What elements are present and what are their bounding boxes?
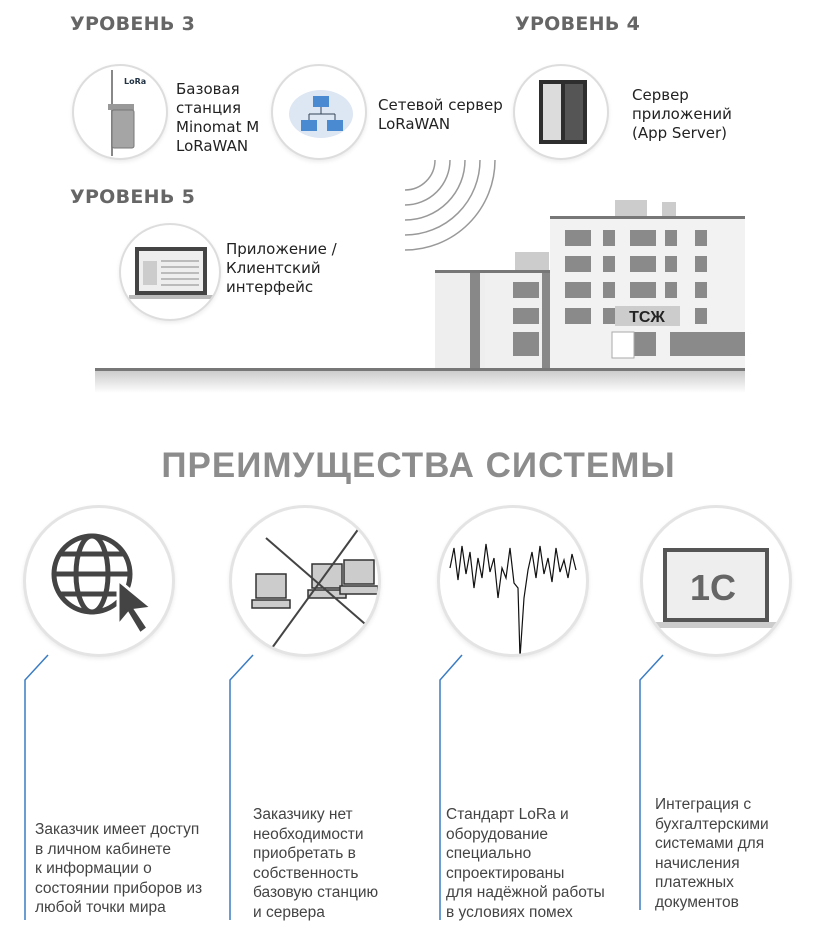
network-cloud-icon	[289, 90, 353, 138]
label-line: Minomat M	[176, 118, 260, 136]
building-sign: ТСЖ	[629, 309, 665, 326]
text-line: спроектированы	[446, 864, 565, 882]
text-line: базовую станцию	[253, 884, 379, 901]
advantage-4-text: Интеграция с бухгалтерскими системами дл…	[655, 795, 769, 912]
laptop-icon	[129, 247, 215, 299]
network-server-label: Сетевой сервер LoRaWAN	[378, 96, 503, 134]
text-line: Заказчику нет	[253, 806, 353, 823]
crossed-computers-icon	[251, 523, 378, 649]
advantage-2-text: Заказчику нет необходимости приобретать …	[253, 805, 378, 922]
advantage-2-image	[229, 505, 381, 657]
text-line: Интеграция с	[655, 796, 752, 813]
level-5-heading: УРОВЕНЬ 5	[70, 186, 196, 208]
base-station-image: LoRa	[72, 64, 168, 160]
client-app-label: Приложение / Клиентский интерфейс	[226, 240, 337, 297]
advantage-3-image	[437, 505, 589, 657]
text-line: любой точки мира	[35, 899, 166, 916]
text-line: в условиях помех	[446, 903, 573, 921]
level-3-heading: УРОВЕНЬ 3	[70, 13, 196, 35]
text-line: оборудование	[446, 825, 548, 843]
signal-noise-icon	[449, 543, 577, 654]
text-line: необходимости	[253, 825, 364, 843]
radio-waves-icon	[404, 160, 496, 251]
label-line: станция	[176, 99, 241, 117]
text-line: в личном кабинете	[35, 840, 171, 858]
advantage-4-image: 1С	[640, 505, 792, 657]
text-line: начисления	[655, 854, 740, 872]
connector-lines	[24, 654, 664, 920]
text-line: и сервера	[253, 903, 325, 921]
label-line: LoRaWAN	[378, 115, 451, 133]
base-station-label: Базовая станция Minomat M LoRaWAN	[176, 80, 259, 156]
label-line: Сетевой сервер	[378, 96, 503, 114]
globe-cursor-icon	[51, 533, 156, 637]
network-server-image	[271, 64, 367, 160]
text-line: платежных	[655, 874, 734, 891]
advantage-1-image	[23, 505, 175, 657]
app-server-label: Сервер приложений (App Server)	[632, 86, 732, 143]
server-rack-icon	[539, 80, 587, 144]
text-line: Заказчик имеет доступ	[35, 821, 200, 838]
label-line: LoRaWAN	[176, 137, 249, 155]
label-line: интерфейс	[226, 278, 314, 296]
app-server-image	[513, 64, 609, 160]
label-line: Базовая	[176, 80, 240, 98]
text-line: системами для	[655, 835, 765, 852]
base-station-icon: LoRa	[108, 70, 146, 156]
text-line: для надёжной работы	[446, 884, 605, 901]
1c-logo: 1С	[690, 567, 736, 608]
text-line: состоянии приборов из	[35, 879, 203, 897]
text-line: специально	[446, 845, 532, 862]
text-line: документов	[655, 893, 739, 911]
label-line: Приложение /	[226, 240, 337, 258]
level-4-heading: УРОВЕНЬ 4	[515, 13, 641, 35]
1c-laptop-icon: 1С	[651, 548, 781, 628]
label-line: Клиентский	[226, 259, 321, 277]
label-line: Сервер	[632, 86, 689, 104]
advantage-3-text: Стандарт LoRa и оборудование специально …	[446, 805, 605, 922]
label-line: приложений	[632, 105, 732, 123]
text-line: приобретать в	[253, 845, 356, 862]
text-line: Стандарт LoRa и	[446, 806, 569, 823]
label-line: (App Server)	[632, 124, 727, 142]
advantage-1-text: Заказчик имеет доступ в личном кабинете …	[35, 820, 202, 918]
text-line: к информации о	[35, 860, 152, 877]
lora-badge: LoRa	[124, 77, 146, 86]
text-line: собственность	[253, 864, 359, 882]
advantages-title: ПРЕИМУЩЕСТВА СИСТЕМЫ	[161, 446, 676, 485]
building-illustration: ТСЖ	[95, 160, 745, 393]
text-line: бухгалтерскими	[655, 815, 769, 833]
client-app-image	[119, 223, 221, 321]
